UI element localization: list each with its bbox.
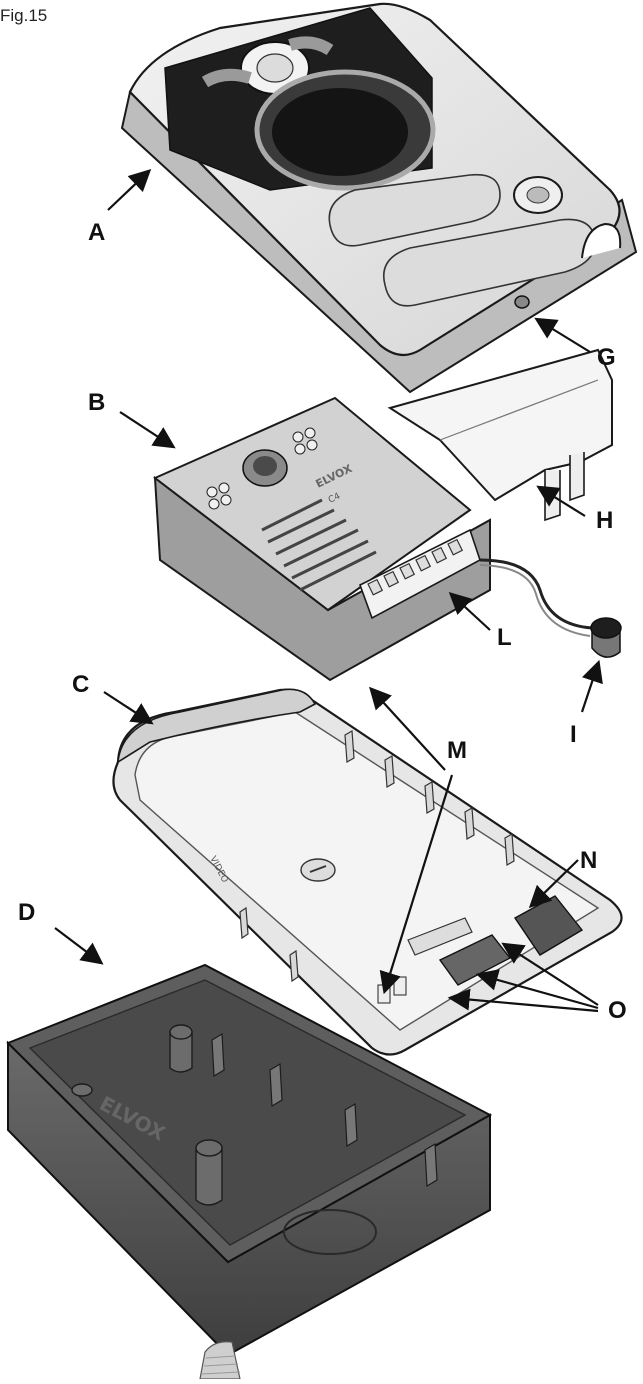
part-d-wall-box: ELVOX (6, 963, 493, 1380)
arrow-i (580, 659, 603, 713)
part-a-front-cover (120, 2, 638, 394)
callout-m: M (447, 737, 467, 764)
arrow-h (536, 485, 586, 517)
arrow-o3 (447, 988, 599, 1013)
arrow-m1 (369, 686, 446, 771)
arrow-o2 (475, 969, 599, 1010)
callout-h: H (596, 507, 613, 534)
callout-i: I (570, 721, 577, 748)
leader-arrows (54, 168, 603, 1013)
part-h-rain-shield (387, 348, 613, 522)
arrow-d (54, 927, 104, 965)
callout-a: A (88, 219, 105, 246)
arrow-a (107, 168, 152, 211)
callout-d: D (18, 899, 35, 926)
figure-title: Fig.15 (0, 6, 48, 25)
part-b-electronic-module: ELVOX C4 (153, 396, 593, 682)
callout-c: C (72, 671, 89, 698)
arrow-m2 (379, 774, 454, 995)
arrow-l (448, 592, 491, 631)
arrow-n (528, 859, 579, 909)
arrow-g (534, 317, 591, 353)
part-c-rear-frame: VIDEO (112, 688, 623, 1056)
callout-n: N (580, 847, 597, 874)
part-i-microphone (590, 617, 622, 658)
callout-o: O (608, 997, 627, 1024)
callout-labels: A G B H L I C M N D O (18, 219, 627, 1024)
callout-g: G (597, 344, 616, 371)
callout-l: L (497, 624, 512, 651)
arrow-o1 (501, 942, 599, 1006)
pcb-code: C4 (327, 491, 342, 505)
arrow-c (103, 691, 154, 725)
arrow-b (119, 411, 176, 449)
callout-b: B (88, 389, 105, 416)
